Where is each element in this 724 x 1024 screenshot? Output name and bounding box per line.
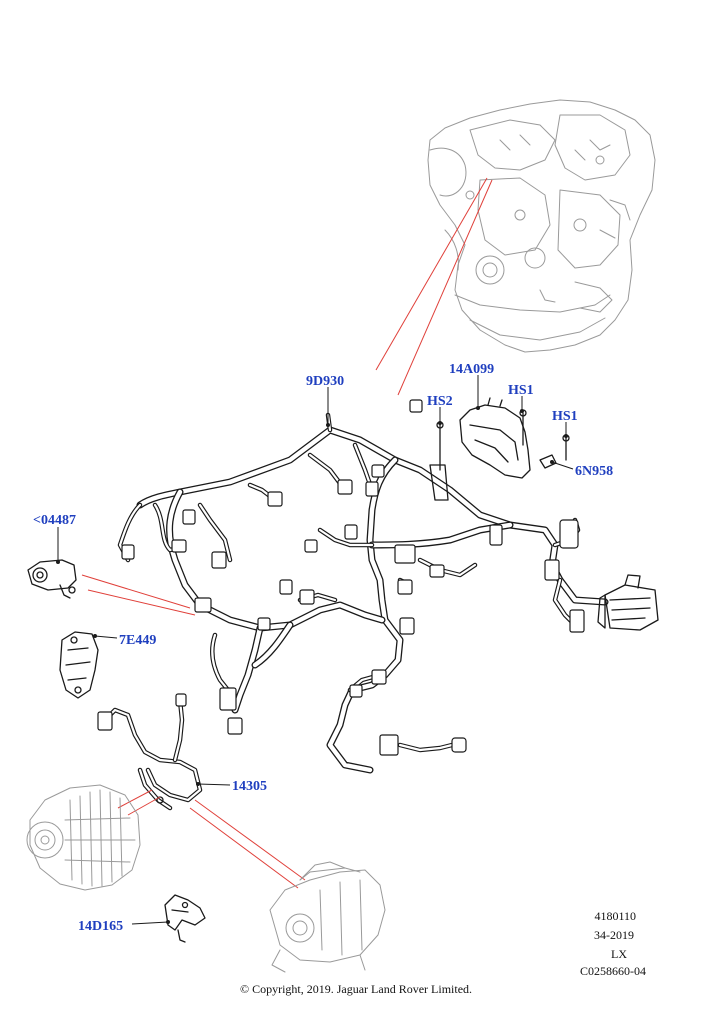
callout-14a099[interactable]: 14A099 (449, 362, 494, 377)
alternator-illustration (26, 784, 141, 891)
bracket-component[interactable] (59, 631, 99, 699)
harness-connectors (121, 399, 585, 756)
diagram-reference-block: 4180110 34-2019 LX C0258660-04 (580, 909, 646, 978)
sensor-guide-lines (81, 574, 196, 616)
heat-shield[interactable] (459, 397, 531, 479)
callout-hs1-first[interactable]: HS1 (508, 383, 534, 398)
harness-junction-block (597, 574, 659, 631)
clip-component[interactable] (164, 894, 206, 943)
engine-guide-lines (375, 177, 493, 396)
reference-code-4: C0258660-04 (580, 964, 646, 978)
callout-04487[interactable]: <04487 (33, 513, 76, 528)
callout-14305[interactable]: 14305 (232, 779, 267, 794)
sensor-component[interactable] (27, 559, 77, 599)
engine-wiring-harness[interactable] (136, 426, 609, 774)
engine-illustration (427, 99, 656, 353)
callout-14d165[interactable]: 14D165 (78, 919, 123, 934)
callout-hs2[interactable]: HS2 (427, 394, 453, 409)
reference-code-2: 34-2019 (594, 928, 634, 942)
alternator-harness[interactable] (97, 693, 203, 811)
starter-motor-illustration (269, 861, 386, 973)
alternator-guide-lines (117, 789, 306, 889)
reference-code-1: 4180110 (594, 909, 636, 923)
leader-lines (56, 375, 574, 925)
callout-6n958[interactable]: 6N958 (575, 464, 613, 479)
copyright-notice: © Copyright, 2019. Jaguar Land Rover Lim… (240, 982, 472, 996)
callout-7e449[interactable]: 7E449 (119, 633, 156, 648)
callout-hs1-second[interactable]: HS1 (552, 409, 578, 424)
callout-labels: 9D930 14A099 HS2 HS1 HS1 6N958 <04487 7E… (33, 362, 613, 934)
callout-9d930[interactable]: 9D930 (306, 374, 344, 389)
reference-code-3: LX (611, 947, 627, 961)
